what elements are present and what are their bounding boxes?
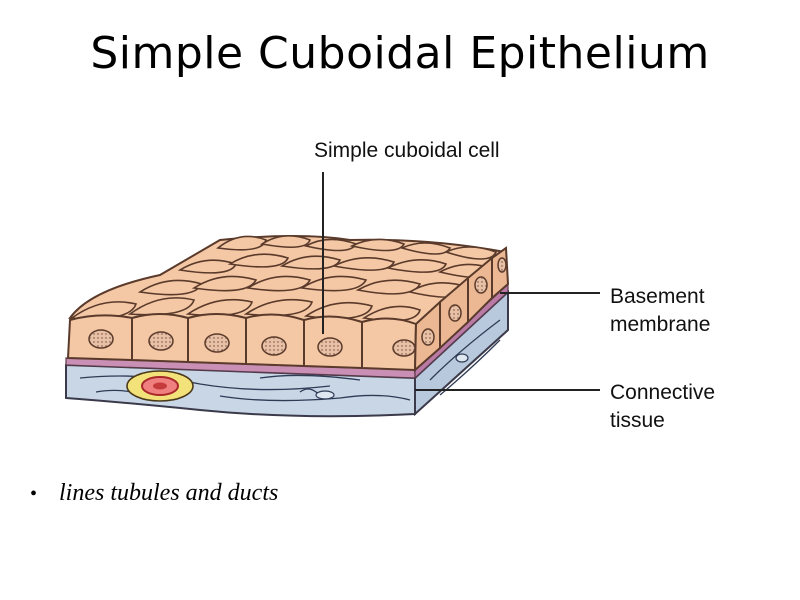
fibroblast-nucleus [315, 390, 335, 400]
bullet-list: • lines tubules and ducts [30, 480, 278, 507]
bullet-item: • lines tubules and ducts [30, 480, 278, 507]
label-basement-line1: Basement [610, 285, 705, 308]
nuclei [88, 257, 507, 357]
label-simple-cuboidal-cell: Simple cuboidal cell [314, 139, 500, 162]
side-nucleus [455, 353, 469, 363]
label-basement-line2: membrane [610, 313, 710, 336]
label-connective-line1: Connective [610, 381, 715, 404]
blood-vessel-lumen [153, 382, 167, 390]
slide-title: Simple Cuboidal Epithelium [90, 28, 710, 79]
bullet-text: lines tubules and ducts [59, 480, 279, 506]
bullet-dot-icon: • [30, 483, 38, 505]
label-connective-line2: tissue [610, 409, 665, 432]
